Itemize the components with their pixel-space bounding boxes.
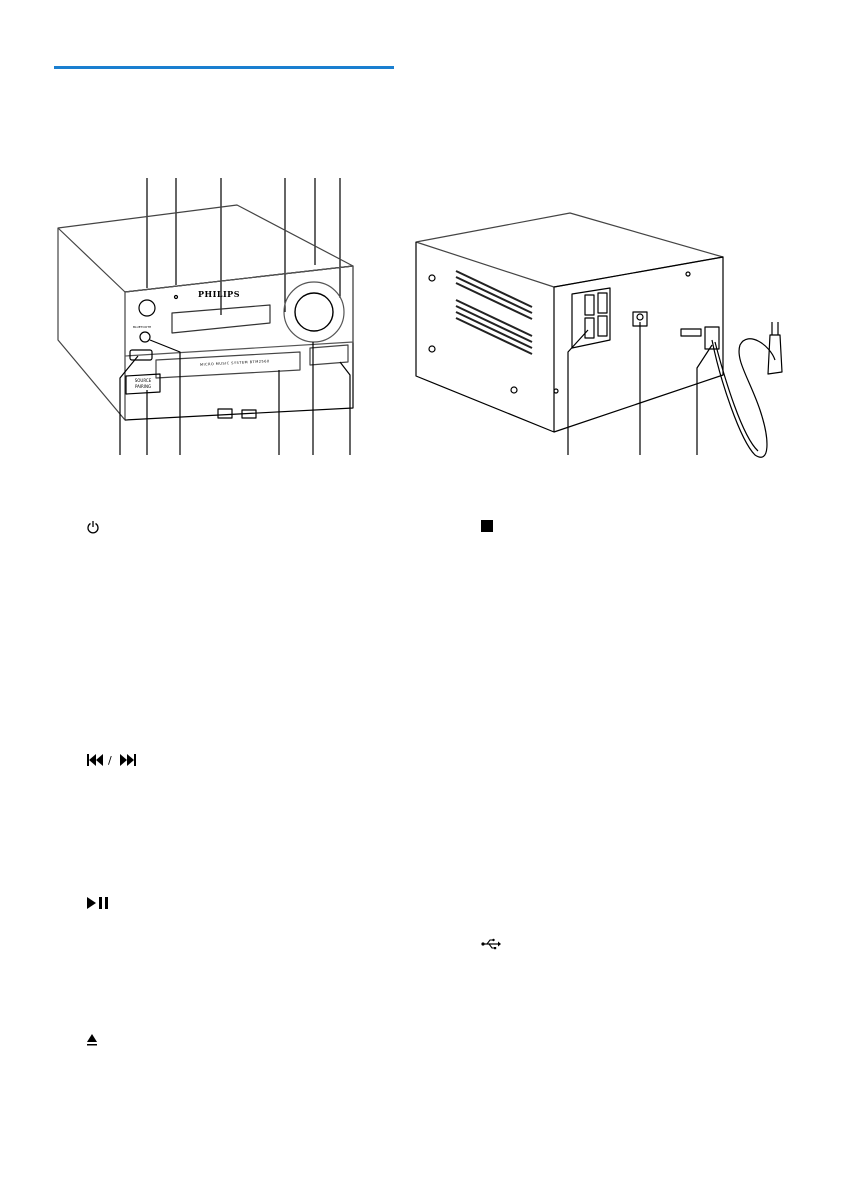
- stop-icon: [481, 520, 493, 532]
- source-pairing-label: SOURCE PAIRING: [134, 378, 152, 389]
- eject-icon: [87, 1034, 97, 1046]
- power-icon: [87, 521, 99, 534]
- skip-prev-next-icon: /: [87, 754, 136, 767]
- usb-icon: [481, 938, 501, 950]
- svg-text:/: /: [108, 754, 112, 767]
- section-header-rule: [54, 66, 394, 69]
- bluetooth-label: BLUETOOTH: [133, 325, 152, 329]
- front-brand-logo: PHILIPS: [198, 289, 240, 299]
- play-pause-icon: [87, 897, 108, 909]
- rear-unit-illustration: [415, 212, 783, 458]
- front-unit-illustration: [57, 178, 354, 455]
